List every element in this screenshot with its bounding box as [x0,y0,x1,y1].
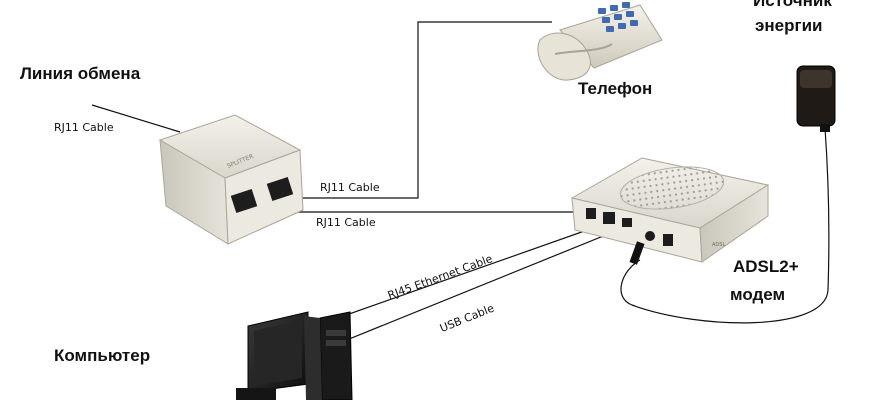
keypad-icon [598,2,638,32]
label-exchange-line: Линия обмена [20,64,141,83]
modem-port-power [645,231,655,241]
label-modem-line1: ADSL2+ [733,257,799,276]
modem-brand: ADSL [712,242,725,248]
usb-wire [321,225,629,351]
label-telephone: Телефон [578,79,653,98]
splitter-port-line [230,189,258,213]
modem-port-ethernet [603,212,615,224]
modem-port-extra [663,234,673,246]
telephone-device [537,2,663,81]
splitter-device: SPLITTER [158,114,304,245]
adsl-modem-device: ADSL [570,157,770,265]
rj11-phone-wire [272,21,552,199]
label-rj11-incoming: RJ11 Cable [54,121,114,134]
label-computer: Компьютер [54,346,151,365]
label-rj11-modem: RJ11 Cable [316,216,376,229]
power-plug [629,241,645,265]
label-modem-line2: модем [730,285,786,304]
power-wire [620,127,830,324]
power-adapter-device [796,65,836,132]
cables [91,21,830,351]
label-power-source-line1: Источник [753,0,832,10]
label-rj11-phone: RJ11 Cable [320,181,380,194]
rj45-ethernet-wire [317,221,611,326]
rj11-incoming-wire [91,104,181,133]
splitter-port-phone [266,177,294,201]
computer-device [236,311,353,400]
label-power-source-line2: энергии [755,16,823,35]
modem-port-rj11 [586,208,596,219]
modem-port-usb [622,218,632,227]
